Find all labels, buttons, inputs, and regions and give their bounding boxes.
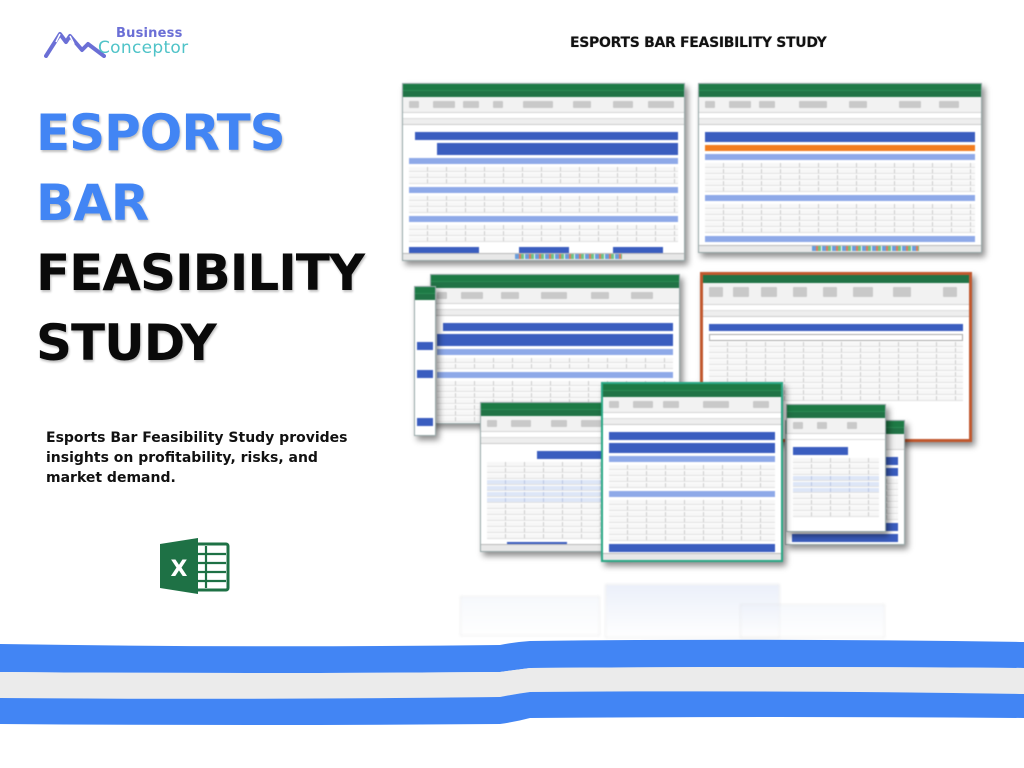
- mountain-logo-icon: [44, 32, 106, 58]
- hero-line-bar: BAR: [36, 174, 149, 232]
- spreadsheet-screenshot-side: [414, 286, 436, 436]
- hero-line-esports: ESPORTS: [36, 104, 286, 162]
- spreadsheet-screenshot-small-1: [786, 404, 886, 532]
- spreadsheet-screenshot-monthly: [698, 83, 982, 253]
- hero-title: ESPORTS BAR FEASIBILITY STUDY: [36, 98, 365, 378]
- logo-text-conceptor: Conceptor: [98, 38, 189, 58]
- page-header-title: ESPORTS BAR FEASIBILITY STUDY: [570, 35, 827, 51]
- excel-icon: X: [160, 538, 230, 594]
- screenshot-reflection: [605, 584, 780, 638]
- hero-line-study: STUDY: [36, 314, 217, 372]
- hero-line-feasibility: FEASIBILITY: [36, 244, 365, 302]
- product-description: Esports Bar Feasibility Study provides i…: [46, 430, 348, 486]
- spreadsheet-screenshot-revenue: [402, 83, 685, 261]
- decorative-stripes: [0, 639, 1024, 725]
- business-conceptor-logo: Business Conceptor: [44, 26, 204, 62]
- spreadsheet-screenshot-income-statement: [601, 382, 783, 562]
- screenshot-reflection: [460, 596, 600, 636]
- excel-x-glyph: X: [171, 557, 188, 582]
- logo-text-business: Business: [116, 26, 183, 41]
- screenshot-reflection: [740, 604, 885, 638]
